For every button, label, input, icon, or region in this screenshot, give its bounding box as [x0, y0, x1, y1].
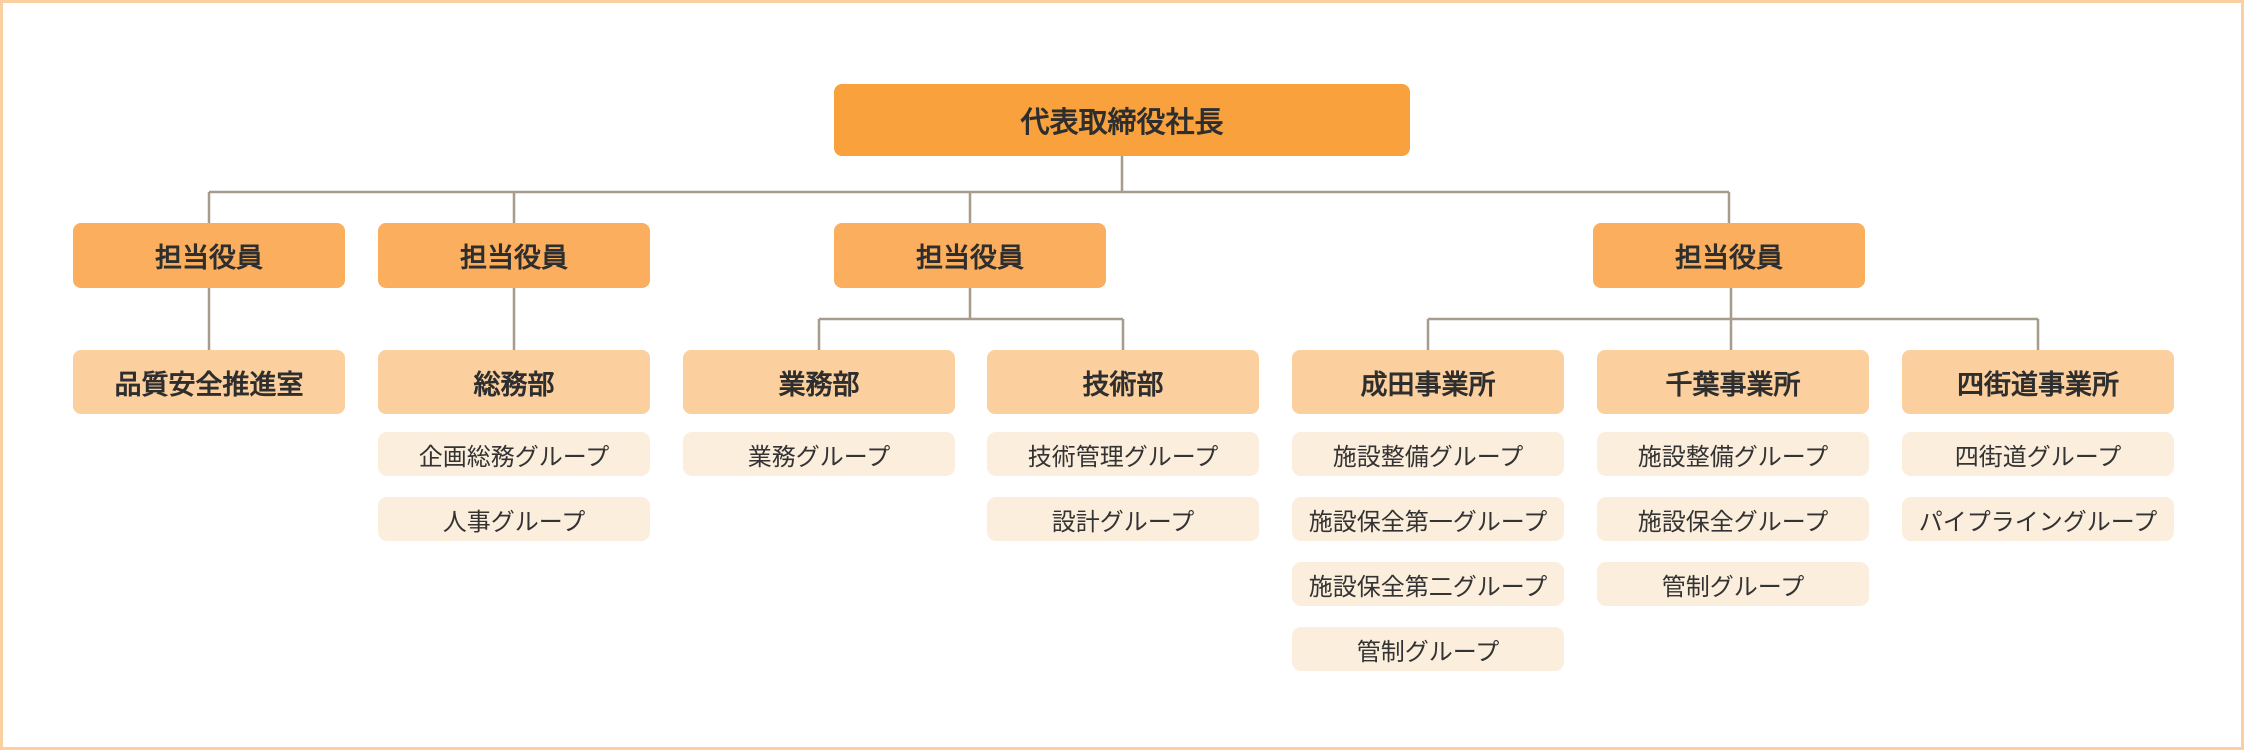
org-node-group-operations: 業務グループ: [683, 432, 955, 476]
org-node-group-planning-general-affairs: 企画総務グループ: [378, 432, 650, 476]
org-node-chiba-office: 千葉事業所: [1597, 350, 1869, 414]
org-node-engineering-dept: 技術部: [987, 350, 1259, 414]
org-node-group-chiba-control: 管制グループ: [1597, 562, 1869, 606]
org-node-group-hr: 人事グループ: [378, 497, 650, 541]
org-node-narita-office: 成田事業所: [1292, 350, 1564, 414]
org-node-group-narita-facility-preservation-2: 施設保全第二グループ: [1292, 562, 1564, 606]
org-node-group-pipeline: パイプライングループ: [1902, 497, 2174, 541]
org-node-group-narita-control: 管制グループ: [1292, 627, 1564, 671]
org-node-group-chiba-facility-preservation: 施設保全グループ: [1597, 497, 1869, 541]
org-node-executive-1: 担当役員: [73, 223, 345, 288]
org-node-group-design: 設計グループ: [987, 497, 1259, 541]
org-node-group-narita-facility-preservation-1: 施設保全第一グループ: [1292, 497, 1564, 541]
org-node-group-narita-facility-maintenance: 施設整備グループ: [1292, 432, 1564, 476]
org-node-general-affairs-dept: 総務部: [378, 350, 650, 414]
org-node-executive-2: 担当役員: [378, 223, 650, 288]
org-node-group-engineering-management: 技術管理グループ: [987, 432, 1259, 476]
org-node-group-yotsukaido: 四街道グループ: [1902, 432, 2174, 476]
org-node-group-chiba-facility-maintenance: 施設整備グループ: [1597, 432, 1869, 476]
org-node-quality-safety-office: 品質安全推進室: [73, 350, 345, 414]
org-node-operations-dept: 業務部: [683, 350, 955, 414]
org-node-executive-4: 担当役員: [1593, 223, 1865, 288]
org-node-executive-3: 担当役員: [834, 223, 1106, 288]
org-node-yotsukaido-office: 四街道事業所: [1902, 350, 2174, 414]
org-node-president: 代表取締役社長: [834, 84, 1410, 156]
